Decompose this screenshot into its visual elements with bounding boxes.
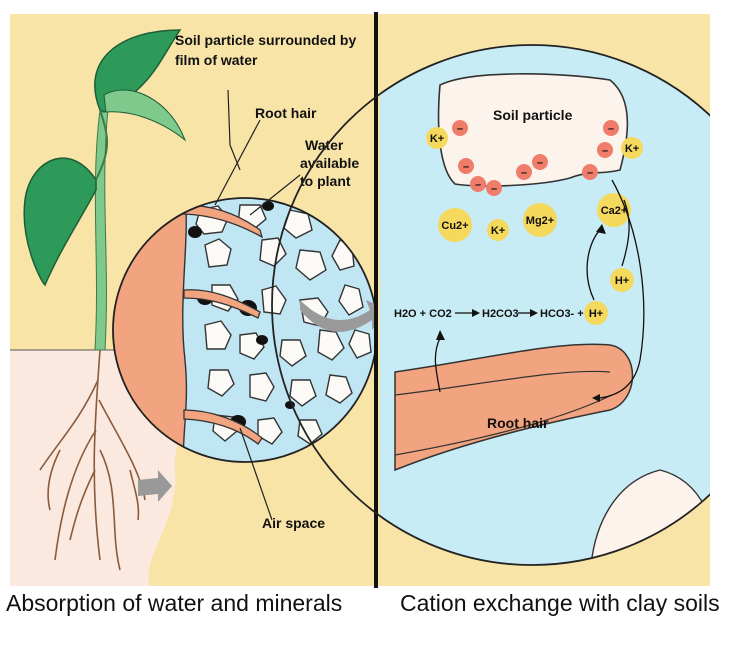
ion-k-mid: K+ xyxy=(491,225,505,237)
label-water-2: available xyxy=(300,155,359,171)
neg-charge: – xyxy=(603,120,619,136)
ion-cu: Cu2+ xyxy=(441,220,468,232)
neg-charge: – xyxy=(516,164,532,180)
neg-charge: – xyxy=(532,154,548,170)
ion-k-right: K+ xyxy=(625,143,639,155)
eq-h2co3: H2CO3 xyxy=(482,308,519,320)
svg-text:–: – xyxy=(602,145,608,157)
eq-h2o-co2: H2O + CO2 xyxy=(394,308,452,320)
caption-absorption: Absorption of water and minerals xyxy=(6,590,342,617)
neg-charge: – xyxy=(486,180,502,196)
label-root-hair-left: Root hair xyxy=(255,105,317,121)
right-margin xyxy=(710,14,739,586)
ion-k-left: K+ xyxy=(430,133,444,145)
neg-charge: – xyxy=(597,142,613,158)
ion-h-upper: H+ xyxy=(615,275,629,287)
neg-charge: – xyxy=(452,120,468,136)
svg-text:–: – xyxy=(457,123,463,135)
svg-text:–: – xyxy=(475,179,481,191)
svg-text:–: – xyxy=(463,161,469,173)
neg-charge: – xyxy=(470,176,486,192)
label-root-hair-right: Root hair xyxy=(487,415,549,431)
label-water-1: Water xyxy=(305,137,344,153)
ion-h-eq: H+ xyxy=(589,308,603,320)
svg-text:–: – xyxy=(537,157,543,169)
label-soil-particle-film-1: Soil particle surrounded by xyxy=(175,32,356,48)
svg-text:–: – xyxy=(608,123,614,135)
caption-cation-exchange: Cation exchange with clay soils xyxy=(400,590,720,617)
ion-mg: Mg2+ xyxy=(526,215,554,227)
neg-charge: – xyxy=(582,164,598,180)
label-soil-particle: Soil particle xyxy=(493,107,573,123)
svg-text:–: – xyxy=(521,167,527,179)
neg-charge: – xyxy=(458,158,474,174)
ion-ca: Ca2+ xyxy=(601,205,628,217)
label-air-space: Air space xyxy=(262,515,325,531)
eq-hco3: HCO3- + xyxy=(540,308,584,320)
reaction-equation: H2O + CO2 H2CO3 HCO3- + xyxy=(394,308,584,320)
left-panel: Soil particle surrounded by film of wate… xyxy=(10,14,390,586)
svg-text:–: – xyxy=(587,167,593,179)
label-soil-particle-film-2: film of water xyxy=(175,52,258,68)
svg-text:–: – xyxy=(491,183,497,195)
